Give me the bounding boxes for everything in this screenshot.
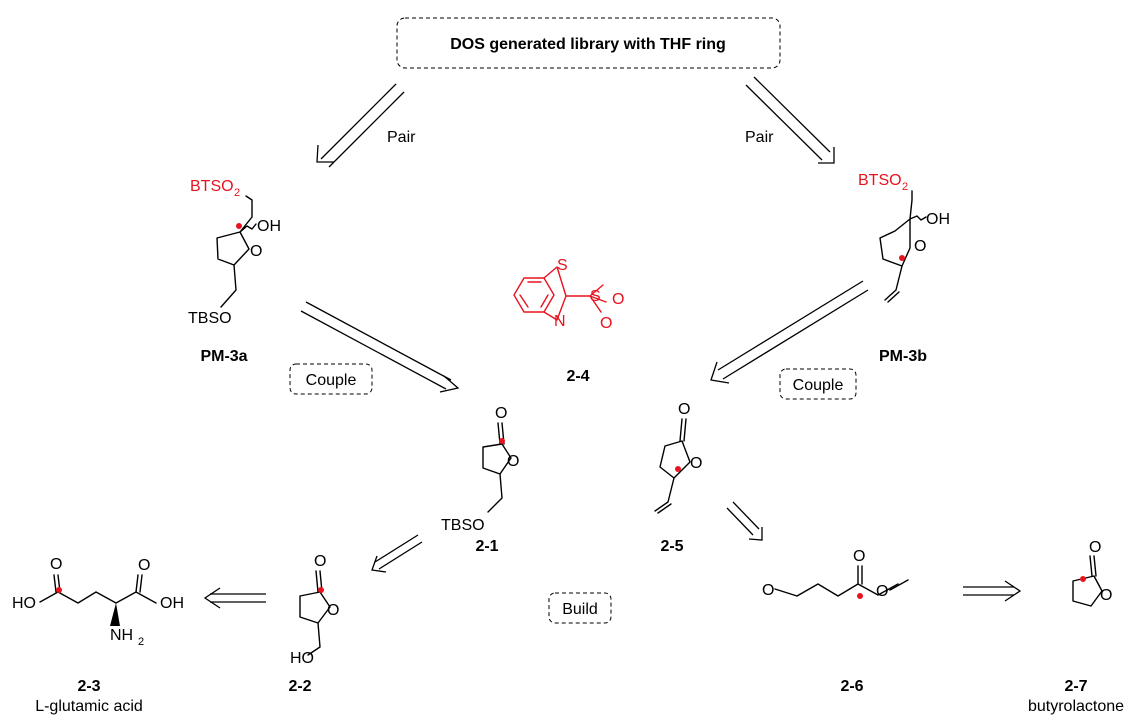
couple-label-left: Couple bbox=[306, 372, 357, 389]
scheme-title: DOS generated library with THF ring bbox=[450, 36, 726, 53]
couple-arrow-left bbox=[300, 301, 460, 393]
build-label: Build bbox=[562, 601, 598, 618]
molecule-pm-3a: BTSO 2 OH O TBSO bbox=[188, 178, 281, 327]
wedge-bond bbox=[110, 603, 120, 626]
oh-label-2-3: OH bbox=[160, 595, 184, 612]
nh2-sub: 2 bbox=[138, 636, 144, 648]
ho-label-2-2: HO bbox=[290, 650, 314, 667]
compound-label-pm-3a: PM-3a bbox=[200, 348, 247, 365]
nh2-label: NH bbox=[110, 627, 133, 644]
arrow-2-5-to-2-6 bbox=[726, 501, 763, 541]
tbso-label-2-1: TBSO bbox=[441, 517, 485, 534]
pair-arrow-right bbox=[745, 76, 835, 164]
pair-label-left: Pair bbox=[387, 129, 416, 146]
oh-label-b: OH bbox=[926, 211, 950, 228]
compound-label-2-1: 2-1 bbox=[475, 538, 498, 555]
btso2-sub-b: 2 bbox=[902, 181, 908, 193]
pair-arrow-left bbox=[316, 83, 405, 168]
molecule-2-7: O O bbox=[1072, 539, 1112, 607]
sulfur-label-sulfone: S bbox=[590, 288, 601, 305]
molecule-2-5: O O bbox=[654, 401, 702, 514]
label-marker-a bbox=[236, 223, 242, 229]
build-box bbox=[548, 592, 612, 624]
label-marker-2-7 bbox=[1080, 576, 1086, 582]
compound-name-2-3: L-glutamic acid bbox=[35, 698, 143, 715]
nitrogen-label: N bbox=[554, 313, 566, 330]
label-marker-2-3 bbox=[56, 587, 62, 593]
ring-oxygen-2-5: O bbox=[690, 455, 702, 472]
compound-label-pm-3b: PM-3b bbox=[879, 348, 927, 365]
sulfone-oxygen-2: O bbox=[600, 315, 612, 332]
molecule-2-6: O O O bbox=[762, 548, 909, 600]
molecule-2-2: O O HO bbox=[290, 553, 339, 667]
compound-label-2-4: 2-4 bbox=[566, 368, 589, 385]
label-marker-2-6 bbox=[857, 593, 863, 599]
compound-label-2-6: 2-6 bbox=[840, 678, 863, 695]
ring-oxygen-2-7: O bbox=[1100, 587, 1112, 604]
compound-label-2-2: 2-2 bbox=[288, 678, 311, 695]
couple-arrow-right bbox=[710, 280, 869, 384]
label-marker-2-5 bbox=[675, 466, 681, 472]
acid-oxygen-2: O bbox=[138, 557, 150, 574]
compound-label-2-7: 2-7 bbox=[1064, 678, 1087, 695]
couple-box-left bbox=[289, 363, 373, 395]
molecule-2-4: S N S O O bbox=[513, 257, 624, 332]
pair-label-right: Pair bbox=[745, 129, 774, 146]
tbso-label-a: TBSO bbox=[188, 310, 232, 327]
label-marker-2-2 bbox=[318, 587, 324, 593]
acid-oxygen-1: O bbox=[50, 556, 62, 573]
arrow-2-1-to-2-2 bbox=[371, 534, 423, 573]
arrow-2-6-to-2-7 bbox=[963, 580, 1022, 602]
aldehyde-oxygen: O bbox=[762, 582, 774, 599]
compound-name-2-7: butyrolactone bbox=[1028, 698, 1124, 715]
ester-carbonyl-oxygen: O bbox=[853, 548, 865, 565]
ester-oxygen: O bbox=[876, 583, 888, 600]
btso2-sub-a: 2 bbox=[234, 187, 240, 199]
compound-label-2-5: 2-5 bbox=[660, 538, 683, 555]
sulfur-label-ring: S bbox=[557, 257, 568, 274]
molecule-2-1: O O TBSO bbox=[441, 405, 519, 534]
couple-label-right: Couple bbox=[793, 377, 844, 394]
carbonyl-oxygen-2-5: O bbox=[678, 401, 690, 418]
compound-label-2-3: 2-3 bbox=[77, 678, 100, 695]
sulfone-oxygen-1: O bbox=[612, 291, 624, 308]
oh-label-a: OH bbox=[257, 218, 281, 235]
carbonyl-oxygen-2-2: O bbox=[314, 553, 326, 570]
carbonyl-oxygen-2-1: O bbox=[495, 405, 507, 422]
molecule-2-3: O O HO OH NH 2 bbox=[12, 556, 184, 648]
label-marker-b bbox=[899, 255, 905, 261]
ring-oxygen-2-2: O bbox=[327, 602, 339, 619]
ring-oxygen-b: O bbox=[914, 238, 926, 255]
title-box bbox=[396, 17, 781, 69]
btso2-label-a: BTSO bbox=[190, 178, 234, 195]
label-marker-2-1 bbox=[499, 438, 505, 444]
ring-oxygen-2-1: O bbox=[507, 453, 519, 470]
btso2-label-b: BTSO bbox=[858, 172, 902, 189]
molecule-pm-3b: BTSO 2 OH O bbox=[858, 172, 950, 303]
arrow-2-2-to-2-3 bbox=[203, 587, 266, 609]
carbonyl-oxygen-2-7: O bbox=[1089, 539, 1101, 556]
couple-box-right bbox=[779, 368, 857, 400]
ring-oxygen-a: O bbox=[250, 243, 262, 260]
ho-label-2-3: HO bbox=[12, 595, 36, 612]
